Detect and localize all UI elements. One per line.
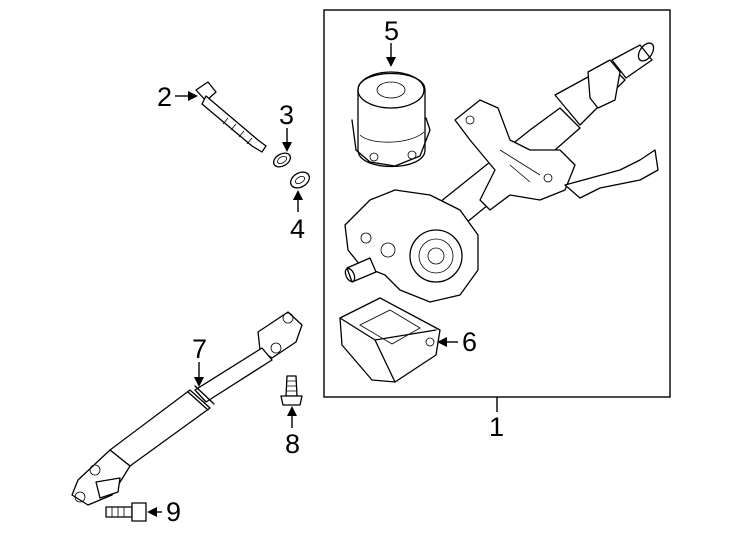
part-2-bolt: [195, 81, 267, 153]
callout-3: 3: [279, 100, 294, 130]
callout-9: 9: [166, 497, 181, 527]
part-4-washer: [290, 171, 310, 189]
callout-2: 2: [157, 82, 172, 112]
part-7-intermediate-shaft: [71, 311, 303, 506]
callout-7: 7: [192, 334, 207, 364]
callout-8: 8: [285, 429, 300, 459]
callout-1: 1: [489, 412, 504, 442]
part-8-bolt: [280, 375, 303, 406]
callout-5: 5: [384, 16, 399, 46]
callout-6: 6: [462, 327, 477, 357]
part-5-motor-cover: [351, 71, 431, 168]
part-1-steering-column: [344, 42, 659, 303]
part-3-snap-ring: [272, 152, 292, 168]
part-9-bolt: [105, 502, 147, 522]
callout-leaders: [147, 43, 498, 517]
callout-4: 4: [290, 214, 305, 244]
part-6-control-module: [339, 297, 441, 383]
